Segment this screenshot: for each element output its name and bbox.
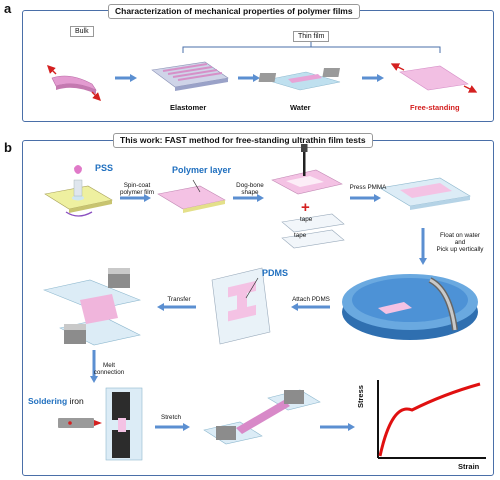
panel-b-title: This work: FAST method for free-standing… bbox=[113, 133, 373, 148]
stretch-label: Stretch bbox=[161, 414, 181, 421]
water-label: Water bbox=[290, 103, 311, 112]
free-standing-label: Free-standing bbox=[410, 103, 460, 112]
elastomer-label: Elastomer bbox=[170, 103, 207, 112]
float-label: Float on water and Pick up vertically bbox=[428, 232, 492, 253]
pmma-sample bbox=[379, 177, 471, 210]
soldering-iron-setup bbox=[58, 387, 143, 461]
float-line-3: Pick up vertically bbox=[436, 246, 484, 253]
attach-pdms-label: Attach PDMS bbox=[292, 296, 330, 303]
free-standing-sample bbox=[390, 63, 478, 93]
stress-axis-label: Stress bbox=[356, 385, 365, 408]
panel-a-letter: a bbox=[4, 1, 12, 16]
bulk-sample bbox=[47, 65, 101, 101]
dog-bone-label: Dog-bone shape bbox=[230, 182, 270, 196]
petri-dish bbox=[342, 274, 478, 340]
dog-bone-line-2: shape bbox=[241, 189, 259, 196]
panel-a-illustration bbox=[47, 41, 478, 101]
spin-coat-line-1: Spin-coat bbox=[123, 182, 151, 189]
melt-line-2: connection bbox=[93, 369, 125, 376]
panel-b-letter: b bbox=[4, 140, 12, 155]
melt-line-1: Melt bbox=[103, 362, 115, 369]
thin-film-label: Thin film bbox=[293, 31, 330, 42]
soldering-iron-label: Soldering iron bbox=[28, 396, 84, 407]
stress-strain-plot bbox=[377, 380, 486, 459]
pss-substrate bbox=[44, 165, 113, 217]
pdms-label: PDMS bbox=[262, 268, 289, 278]
bulk-label: Bulk bbox=[70, 26, 94, 37]
transfer-label: Transfer bbox=[167, 296, 191, 303]
plus-sign: + bbox=[301, 199, 310, 216]
pdms-sheet bbox=[211, 267, 271, 345]
melt-connection-label: Melt connection bbox=[92, 362, 126, 376]
dog-bone-line-1: Dog-bone bbox=[236, 182, 264, 189]
tape-label-2: tape bbox=[294, 232, 307, 239]
spin-coat-line-2: polymer film bbox=[120, 189, 154, 196]
tape-pieces bbox=[281, 213, 345, 249]
dog-bone-sample bbox=[271, 144, 343, 195]
soldering-line-1: Soldering bbox=[28, 396, 68, 406]
tape-label-1: tape bbox=[300, 216, 313, 223]
press-pmma-label: Press PMMA bbox=[349, 184, 387, 191]
elastomer-sample bbox=[151, 61, 229, 91]
soldering-line-2: iron bbox=[69, 396, 84, 406]
float-line-2: and bbox=[454, 239, 466, 246]
polymer-layer-sample bbox=[157, 179, 226, 213]
strain-axis-label: Strain bbox=[458, 462, 480, 471]
polymer-layer-label: Polymer layer bbox=[172, 165, 232, 175]
panel-b-illustration: + bbox=[42, 144, 486, 461]
panel-a-title: Characterization of mechanical propertie… bbox=[108, 4, 360, 19]
clamp-assembly bbox=[42, 268, 142, 346]
float-line-1: Float on water bbox=[440, 232, 480, 239]
stretch-assembly bbox=[203, 389, 321, 445]
spin-coat-label: Spin-coat polymer film bbox=[116, 182, 158, 196]
water-sample bbox=[258, 68, 341, 91]
pss-label: PSS bbox=[95, 163, 114, 173]
